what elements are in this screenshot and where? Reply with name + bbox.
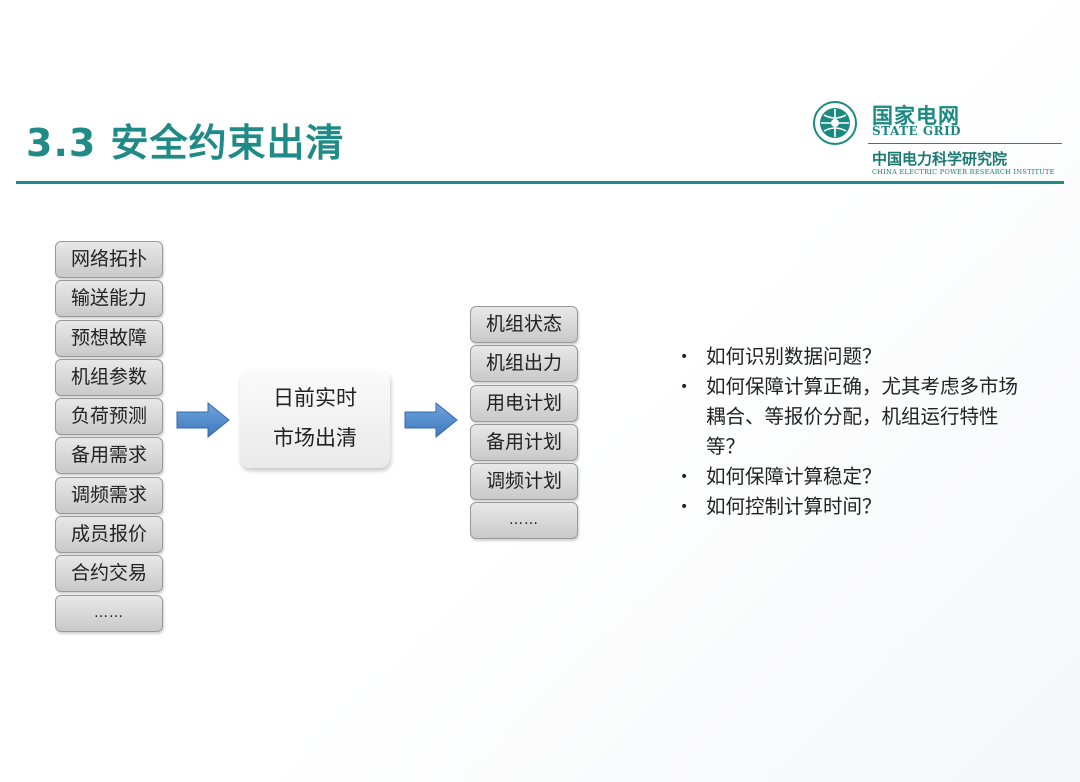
- process-line-1: 日前实时: [273, 386, 357, 410]
- right-arrow-icon: [404, 402, 458, 438]
- input-box-ellipsis: ……: [55, 594, 163, 632]
- bullet-icon: •: [680, 349, 689, 365]
- state-grid-logo: 国家电网 STATE GRID 中国电力科学研究院 CHINA ELECTRIC…: [812, 98, 1068, 178]
- title-divider: [16, 181, 1064, 184]
- market-clearing-box: 日前实时 市场出清: [240, 370, 390, 468]
- question-item: • 如何保障计算稳定？: [680, 462, 1030, 492]
- logo-divider: [868, 143, 1062, 144]
- output-box: 备用计划: [470, 423, 578, 461]
- input-box: 负荷预测: [55, 398, 163, 436]
- output-box: 用电计划: [470, 384, 578, 422]
- question-item: • 如何保障计算正确，尤其考虑多市场耦合、等报价分配，机组运行特性等？: [680, 372, 1030, 462]
- input-box: 输送能力: [55, 280, 163, 318]
- input-box: 网络拓扑: [55, 241, 163, 278]
- process-line-2: 市场出清: [273, 426, 357, 450]
- input-box: 备用需求: [55, 437, 163, 475]
- output-stack: 机组状态 机组出力 用电计划 备用计划 调频计划 ……: [470, 306, 578, 542]
- input-box: 调频需求: [55, 476, 163, 514]
- input-stack: 网络拓扑 输送能力 预想故障 机组参数 负荷预测 备用需求 调频需求 成员报价 …: [55, 241, 163, 634]
- input-box: 成员报价: [55, 516, 163, 554]
- output-box: 机组状态: [470, 306, 578, 343]
- bullet-icon: •: [680, 379, 689, 395]
- logo-name-cn: 国家电网: [872, 104, 960, 128]
- state-grid-emblem-icon: [813, 101, 857, 145]
- input-box: 预想故障: [55, 319, 163, 357]
- bullet-icon: •: [680, 499, 689, 515]
- logo-institute-en: CHINA ELECTRIC POWER RESEARCH INSTITUTE: [872, 168, 1055, 176]
- question-list: • 如何识别数据问题？ • 如何保障计算正确，尤其考虑多市场耦合、等报价分配，机…: [680, 342, 1030, 522]
- logo-name-en: STATE GRID: [872, 124, 962, 138]
- question-text: 如何保障计算正确，尤其考虑多市场耦合、等报价分配，机组运行特性等？: [706, 375, 1019, 458]
- input-box: 合约交易: [55, 555, 163, 593]
- output-box-ellipsis: ……: [470, 502, 578, 540]
- right-arrow-icon: [176, 402, 230, 438]
- output-box: 调频计划: [470, 463, 578, 501]
- question-item: • 如何控制计算时间？: [680, 492, 1030, 522]
- input-box: 机组参数: [55, 358, 163, 396]
- question-text: 如何识别数据问题？: [706, 345, 882, 368]
- question-text: 如何保障计算稳定？: [706, 465, 882, 488]
- output-box: 机组出力: [470, 345, 578, 383]
- bullet-icon: •: [680, 469, 689, 485]
- question-item: • 如何识别数据问题？: [680, 342, 1030, 372]
- question-text: 如何控制计算时间？: [706, 495, 882, 518]
- page-title: 3.3 安全约束出清: [26, 121, 345, 165]
- logo-institute-cn: 中国电力科学研究院: [872, 150, 1008, 168]
